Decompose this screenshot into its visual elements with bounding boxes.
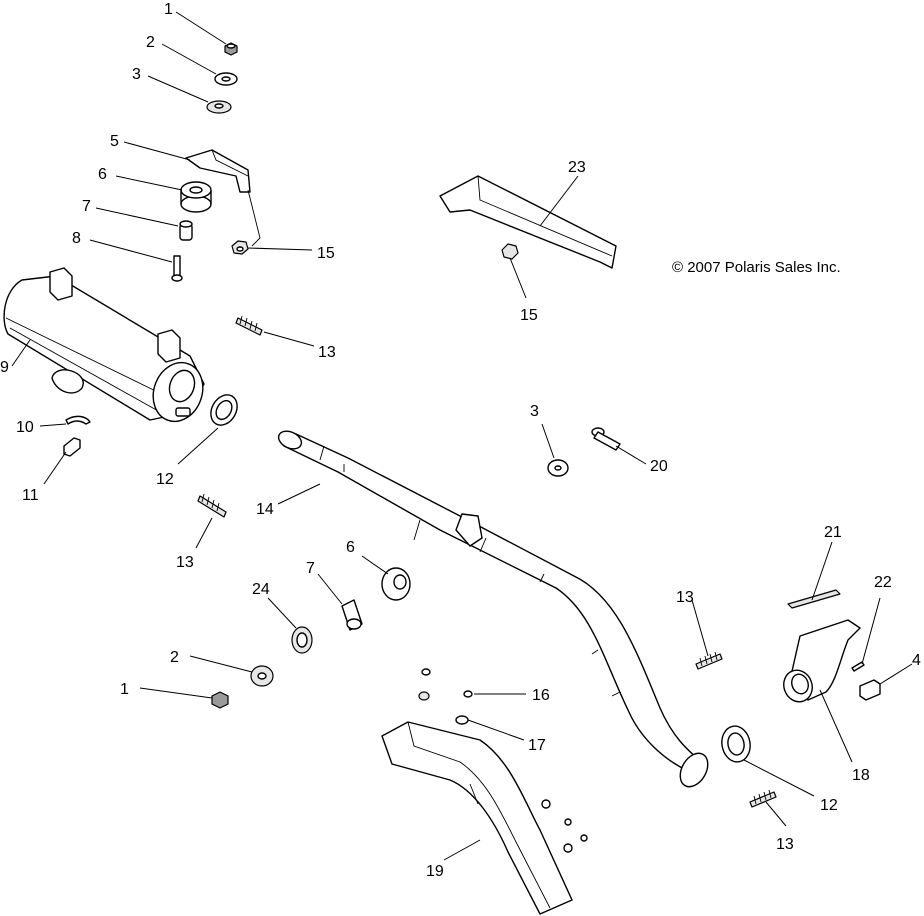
part-3-washer-top bbox=[206, 100, 232, 114]
callout-23: 23 bbox=[568, 159, 586, 176]
part-5-bracket bbox=[185, 149, 251, 193]
part-12-gasket-a bbox=[210, 394, 238, 426]
part-9-muffler bbox=[3, 267, 205, 423]
callout-1-bottom: 1 bbox=[120, 681, 129, 698]
part-2-washer-top bbox=[214, 72, 238, 86]
callout-18: 18 bbox=[852, 767, 870, 784]
callout-3-mid: 3 bbox=[530, 403, 539, 420]
part-1-nut-bottom bbox=[211, 691, 229, 709]
callout-19: 19 bbox=[426, 863, 444, 880]
callout-24: 24 bbox=[252, 581, 270, 598]
callout-14: 14 bbox=[256, 501, 274, 518]
callout-6-top: 6 bbox=[98, 166, 107, 183]
callout-16: 16 bbox=[532, 687, 550, 704]
callout-17: 17 bbox=[528, 737, 546, 754]
callout-13-a: 13 bbox=[318, 344, 336, 361]
callout-1-top: 1 bbox=[164, 1, 173, 18]
callout-8: 8 bbox=[72, 230, 81, 247]
callout-12-left: 12 bbox=[156, 471, 174, 488]
part-6-grommet-mid bbox=[381, 567, 411, 601]
copyright-notice: © 2007 Polaris Sales Inc. bbox=[672, 259, 841, 276]
callout-22: 22 bbox=[874, 574, 892, 591]
part-13-spring-b bbox=[197, 493, 227, 518]
callout-12-right: 12 bbox=[820, 797, 838, 814]
callout-11: 11 bbox=[22, 487, 39, 504]
part-1-nut-top bbox=[224, 42, 238, 56]
callout-15-right: 15 bbox=[520, 307, 538, 324]
part-21-gasket bbox=[787, 589, 841, 609]
part-24-grommet bbox=[291, 626, 313, 654]
part-3-washer-mid bbox=[547, 459, 569, 477]
callouts: 1 2 3 5 6 7 8 15 13 9 10 11 12 13 14 23 … bbox=[0, 1, 921, 880]
part-12-gasket-b bbox=[721, 725, 751, 763]
part-23-heat-shield bbox=[439, 175, 617, 269]
callout-10: 10 bbox=[16, 419, 34, 436]
part-10-clip bbox=[65, 415, 91, 425]
callout-15-left: 15 bbox=[317, 245, 335, 262]
part-7-sleeve-top bbox=[179, 220, 193, 241]
part-20-bolt bbox=[591, 427, 621, 451]
callout-21: 21 bbox=[824, 524, 842, 541]
part-19-lower-heat-shield bbox=[381, 721, 588, 915]
part-17-washer bbox=[455, 715, 469, 725]
part-13-spring-a bbox=[235, 315, 263, 336]
callout-2-top: 2 bbox=[146, 34, 155, 51]
part-11-plug bbox=[63, 437, 81, 457]
callout-9: 9 bbox=[0, 359, 9, 376]
callout-4: 4 bbox=[912, 652, 921, 669]
callout-3-top: 3 bbox=[132, 66, 141, 83]
callout-6-mid: 6 bbox=[346, 539, 355, 556]
part-13-spring-c bbox=[695, 651, 723, 670]
part-7-sleeve-mid bbox=[341, 599, 363, 631]
part-18-elbow bbox=[783, 619, 861, 703]
callout-7-top: 7 bbox=[82, 198, 91, 215]
part-13-spring-d bbox=[749, 789, 777, 808]
callout-13-b: 13 bbox=[176, 554, 194, 571]
part-15-nut-right bbox=[501, 243, 519, 260]
leader-lines bbox=[11, 11, 913, 861]
part-2-washer-bottom bbox=[250, 665, 274, 687]
part-6-grommet-top bbox=[180, 181, 212, 213]
callout-13-d: 13 bbox=[776, 836, 794, 853]
callout-5: 5 bbox=[110, 133, 119, 150]
part-8-bolt bbox=[171, 255, 183, 282]
part-14-head-pipe bbox=[277, 430, 709, 788]
callout-20: 20 bbox=[650, 458, 668, 475]
part-22-stud bbox=[851, 661, 865, 672]
part-15-nut-left bbox=[231, 240, 249, 255]
part-4-nut bbox=[859, 679, 881, 701]
part-16-screws bbox=[418, 668, 473, 701]
callout-2-bottom: 2 bbox=[170, 649, 179, 666]
callout-13-c: 13 bbox=[676, 589, 694, 606]
callout-7-mid: 7 bbox=[306, 560, 315, 577]
